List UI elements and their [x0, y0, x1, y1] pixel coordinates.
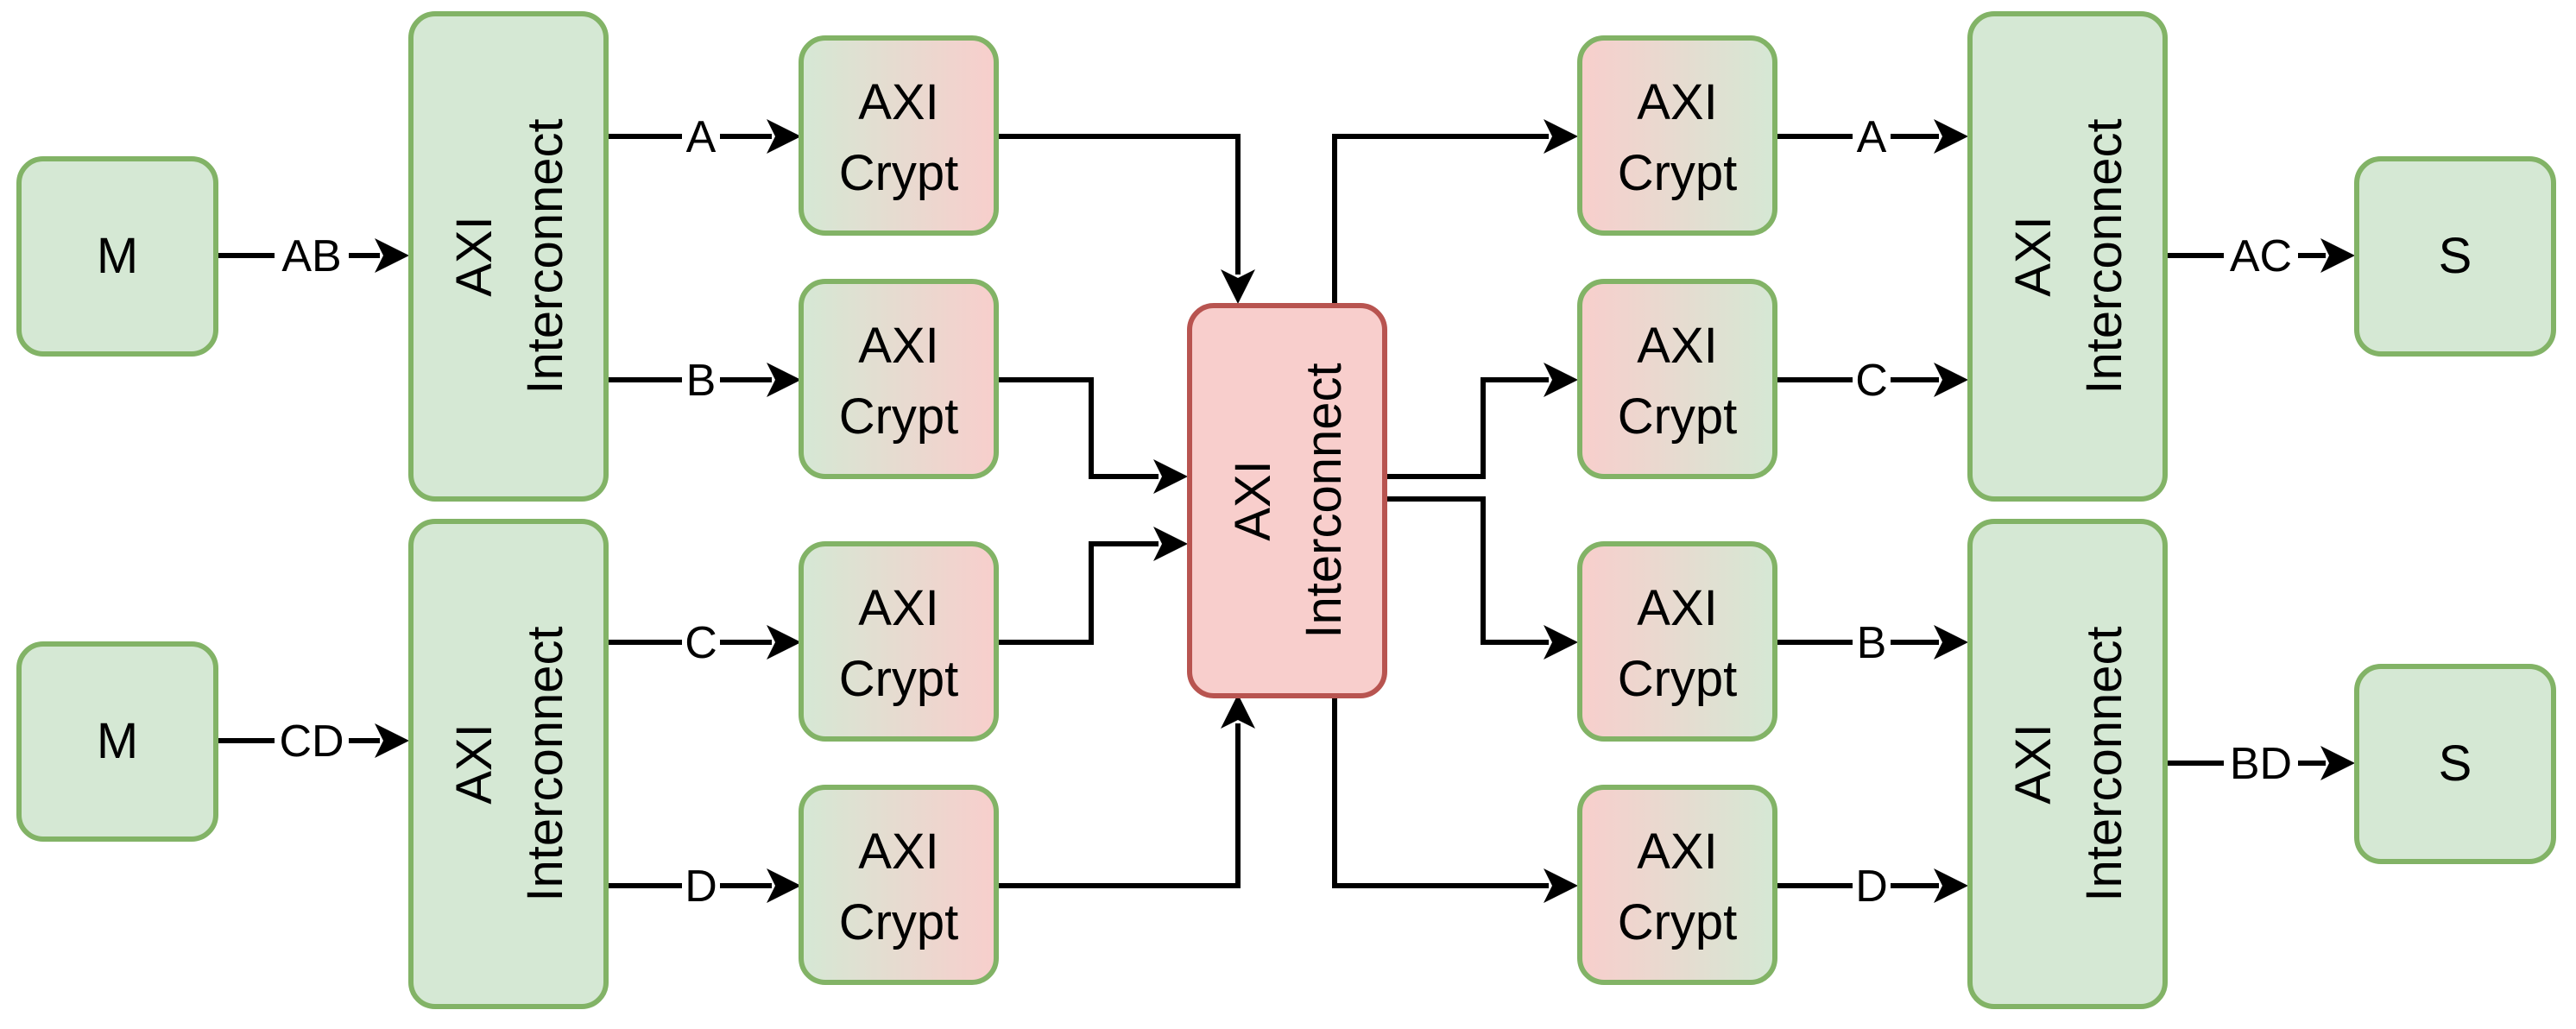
master-node-2: M	[16, 641, 218, 842]
edge-interconnect-center-to-crypt-right-b	[1385, 496, 1578, 660]
edge-label-right-d: D	[1855, 862, 1888, 912]
crypt-right-c-line-2: Crypt	[1618, 388, 1738, 445]
interconnect-left-2: AXI Interconnect	[408, 519, 609, 1009]
slave-node-1: S	[2354, 156, 2556, 357]
crypt-right-a: AXI Crypt	[1577, 35, 1777, 236]
edge-crypt-left-a-to-interconnect-center	[996, 134, 1255, 304]
interconnect-center-line-1: AXI	[1225, 460, 1281, 541]
crypt-right-b: AXI Crypt	[1577, 541, 1777, 742]
crypt-left-a: AXI Crypt	[799, 35, 999, 236]
crypt-left-c-line-1: AXI	[858, 580, 939, 636]
edge-labels: AB CD A B C D A C B D AC BD	[275, 112, 2298, 912]
edge-label-left-a: A	[686, 112, 717, 162]
slave-node-2: S	[2354, 664, 2556, 864]
crypt-left-d-line-1: AXI	[858, 824, 939, 880]
interconnect-left-1-line-1: AXI	[446, 216, 502, 297]
edge-interconnect-center-to-crypt-right-a	[1332, 119, 1578, 304]
crypt-left-c: AXI Crypt	[799, 541, 999, 742]
interconnect-left-2-line-1: AXI	[446, 723, 502, 805]
master-node-2-label: M	[97, 713, 138, 769]
crypt-left-b-line-1: AXI	[858, 318, 939, 374]
crypt-left-c-line-2: Crypt	[839, 651, 959, 707]
interconnect-left-2-line-2: Interconnect	[517, 626, 573, 901]
crypt-right-c: AXI Crypt	[1577, 279, 1777, 479]
edge-label-cd: CD	[279, 717, 344, 767]
interconnect-right-1-line-1: AXI	[2005, 216, 2061, 297]
edge-label-right-b: B	[1857, 618, 1887, 668]
crypt-left-a-line-2: Crypt	[839, 145, 959, 201]
edge-label-bd: BD	[2230, 739, 2292, 789]
edge-label-right-c: C	[1855, 356, 1888, 406]
crypt-right-d-line-1: AXI	[1637, 824, 1718, 880]
edge-interconnect-center-to-crypt-right-d	[1332, 694, 1578, 903]
edge-label-left-d: D	[685, 862, 717, 912]
crypt-right-d-line-2: Crypt	[1618, 894, 1738, 950]
crypt-right-a-line-2: Crypt	[1618, 145, 1738, 201]
crypt-right-d: AXI Crypt	[1577, 785, 1777, 985]
crypt-right-b-line-2: Crypt	[1618, 651, 1738, 707]
crypt-left-d-line-2: Crypt	[839, 894, 959, 950]
crypt-left-b: AXI Crypt	[799, 279, 999, 479]
crypt-left-b-line-2: Crypt	[839, 388, 959, 445]
crypt-left-d: AXI Crypt	[799, 785, 999, 985]
edge-label-left-b: B	[686, 356, 717, 406]
interconnect-right-2-line-1: AXI	[2005, 723, 2061, 805]
interconnect-center: AXI Interconnect	[1187, 303, 1387, 698]
interconnect-right-2: AXI Interconnect	[1967, 519, 2168, 1009]
slave-node-2-label: S	[2439, 735, 2472, 792]
crypt-right-a-line-1: AXI	[1637, 74, 1718, 130]
interconnect-center-line-2: Interconnect	[1296, 363, 1352, 638]
edge-label-ab: AB	[281, 231, 341, 281]
edge-interconnect-center-to-crypt-right-c	[1385, 363, 1578, 479]
master-node-1: M	[16, 156, 218, 357]
interconnect-right-1-line-2: Interconnect	[2076, 118, 2132, 394]
interconnect-right-1: AXI Interconnect	[1967, 11, 2168, 502]
edge-crypt-left-b-to-interconnect-center	[996, 377, 1188, 494]
interconnect-right-2-line-2: Interconnect	[2076, 626, 2132, 901]
edge-label-left-c: C	[685, 618, 717, 668]
edges	[216, 119, 2355, 903]
crypt-right-c-line-1: AXI	[1637, 318, 1718, 374]
crypt-right-b-line-1: AXI	[1637, 580, 1718, 636]
edge-crypt-left-c-to-interconnect-center	[996, 527, 1188, 645]
slave-node-1-label: S	[2439, 228, 2472, 284]
nodes: M M AXI Interconnect AXI Interconnect AX…	[16, 11, 2556, 1009]
crypt-left-a-line-1: AXI	[858, 74, 939, 130]
edge-label-ac: AC	[2230, 231, 2292, 281]
edge-crypt-left-d-to-interconnect-center	[996, 694, 1255, 888]
interconnect-left-1-line-2: Interconnect	[517, 118, 573, 394]
master-node-1-label: M	[97, 228, 138, 284]
edge-label-right-a: A	[1857, 112, 1887, 162]
interconnect-left-1: AXI Interconnect	[408, 11, 609, 502]
